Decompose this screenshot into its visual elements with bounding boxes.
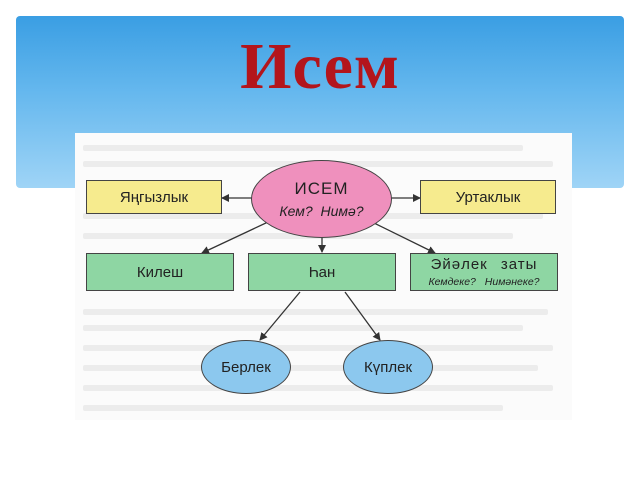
- possessive-questions: Кемдеке? Нимәнеке?: [428, 276, 540, 288]
- noun-questions: Кем? Нимә?: [279, 203, 364, 219]
- possessive-label: Эйәлек заты: [430, 256, 538, 273]
- faded-text-line: [83, 345, 553, 351]
- common-noun-label: Уртаклык: [455, 188, 521, 206]
- faded-text-line: [83, 325, 523, 331]
- faded-text-line: [83, 233, 513, 239]
- number-label: Һан: [308, 263, 336, 281]
- faded-text-line: [83, 309, 548, 315]
- case-label: Килеш: [136, 263, 184, 281]
- case-box: Килеш: [86, 253, 234, 291]
- noun-label: ИСЕМ: [294, 179, 349, 198]
- faded-text-line: [83, 365, 538, 371]
- plural-node: Күплек: [343, 340, 433, 394]
- plural-label: Күплек: [363, 358, 413, 376]
- common-noun-box: Уртаклык: [420, 180, 556, 214]
- number-box: Һан: [248, 253, 396, 291]
- noun-center-node: ИСЕМ Кем? Нимә?: [251, 160, 392, 238]
- arrow-to-possessive: [371, 221, 436, 254]
- arrow-to-singular: [259, 291, 301, 341]
- faded-text-line: [83, 405, 503, 411]
- arrow-to-plural: [344, 291, 381, 341]
- faded-text-line: [83, 385, 553, 391]
- faded-text-line: [83, 145, 523, 151]
- proper-noun-box: Яңгызлык: [86, 180, 222, 214]
- singular-label: Берлек: [221, 358, 271, 376]
- slide-title: Исем: [240, 30, 400, 103]
- possessive-box: Эйәлек заты Кемдеке? Нимәнеке?: [410, 253, 558, 291]
- proper-noun-label: Яңгызлык: [119, 188, 189, 206]
- arrow-to-case: [201, 221, 269, 254]
- singular-node: Берлек: [201, 340, 291, 394]
